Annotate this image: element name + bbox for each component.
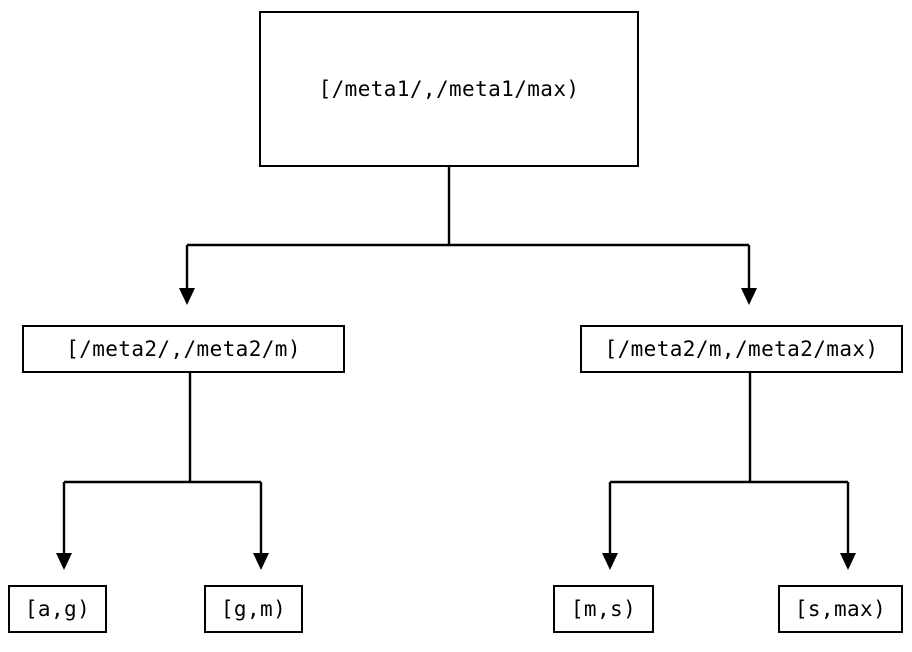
arrowhead-icon <box>741 288 757 305</box>
edge-root-to-mid-left <box>179 167 749 305</box>
node-leaf-g-m[interactable]: [g,m) <box>204 585 303 633</box>
edge-mid-left-to-leaf-gm <box>253 482 269 570</box>
edge-mid-right-to-leaf-ms <box>602 373 848 570</box>
node-leaf-a-g-label: [a,g) <box>24 596 91 621</box>
node-leaf-a-g[interactable]: [a,g) <box>8 585 107 633</box>
arrowhead-icon <box>179 288 195 305</box>
edge-mid-left-to-leaf-ag <box>56 373 261 570</box>
arrowhead-icon <box>840 553 856 570</box>
node-leaf-m-s[interactable]: [m,s) <box>553 585 654 633</box>
arrowhead-icon <box>253 553 269 570</box>
edge-mid-right-to-leaf-smax <box>840 482 856 570</box>
node-leaf-g-m-label: [g,m) <box>220 596 287 621</box>
node-root-interval[interactable]: [/meta1/,/meta1/max) <box>259 11 639 167</box>
node-leaf-s-max-label: [s,max) <box>794 596 887 621</box>
node-mid-left-interval[interactable]: [/meta2/,/meta2/m) <box>22 325 345 373</box>
node-root-label: [/meta1/,/meta1/max) <box>318 76 580 101</box>
node-mid-right-interval[interactable]: [/meta2/m,/meta2/max) <box>580 325 903 373</box>
arrowhead-icon <box>56 553 72 570</box>
node-mid-right-label: [/meta2/m,/meta2/max) <box>604 336 879 361</box>
edge-root-to-mid-right <box>741 245 757 305</box>
node-mid-left-label: [/meta2/,/meta2/m) <box>66 336 301 361</box>
node-leaf-m-s-label: [m,s) <box>570 596 637 621</box>
arrowhead-icon <box>602 553 618 570</box>
node-leaf-s-max[interactable]: [s,max) <box>778 585 903 633</box>
